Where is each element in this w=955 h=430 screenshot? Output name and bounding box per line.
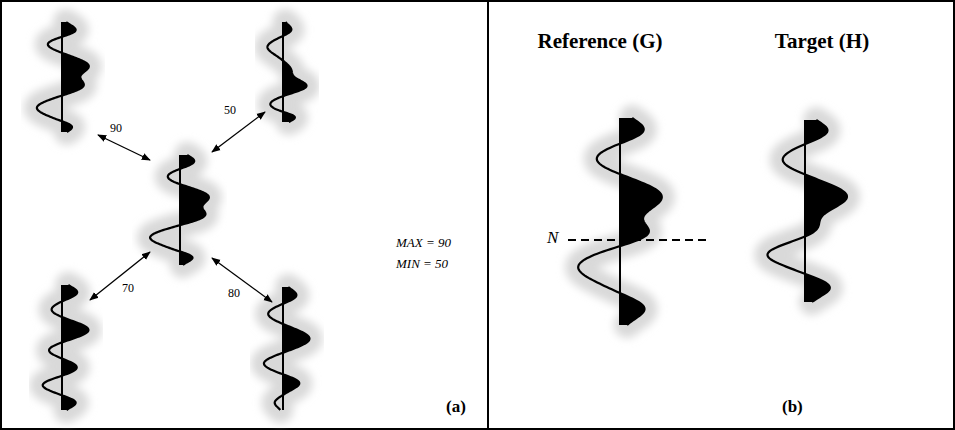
seismic-trace xyxy=(578,118,662,325)
trace-halo xyxy=(37,22,89,132)
seismic-trace xyxy=(43,285,89,410)
positive-fill xyxy=(62,285,88,410)
min-value: MIN = 50 xyxy=(396,257,448,271)
similarity-value: 80 xyxy=(228,287,240,300)
trace-axis xyxy=(179,155,181,265)
wiggle-curve xyxy=(43,285,89,410)
max-value: MAX = 90 xyxy=(396,236,451,250)
trace-axis xyxy=(282,22,284,122)
trace-axis xyxy=(282,287,284,410)
similarity-value: 50 xyxy=(224,104,236,117)
trace-halo xyxy=(768,120,847,302)
seismic-trace xyxy=(37,22,89,132)
double-arrow xyxy=(98,135,150,160)
positive-fill xyxy=(805,120,847,302)
similarity-value: 90 xyxy=(110,122,122,135)
wiggle-curve xyxy=(150,155,209,265)
similarity-value: 70 xyxy=(122,282,134,295)
seismic-trace xyxy=(150,155,209,265)
trace-halo xyxy=(150,155,209,265)
trace-title: Target (H) xyxy=(775,30,869,53)
double-arrow xyxy=(212,112,265,152)
trace-halo xyxy=(267,22,306,122)
seismic-trace xyxy=(267,22,306,122)
positive-fill xyxy=(620,118,662,325)
trace-halo xyxy=(43,285,89,410)
dashed-marker-line xyxy=(568,239,706,241)
wiggle-curve xyxy=(37,22,89,132)
positive-fill xyxy=(283,22,306,122)
wiggle-curve xyxy=(768,120,847,302)
panel-divider xyxy=(487,0,489,430)
wiggle-curve xyxy=(578,118,662,325)
wiggle-traces xyxy=(37,22,847,410)
trace-axis xyxy=(61,285,63,410)
wiggle-curve xyxy=(267,22,306,122)
trace-halo xyxy=(264,287,310,410)
seismic-trace xyxy=(264,287,310,410)
double-arrow xyxy=(212,258,272,302)
trace-axis xyxy=(61,22,63,132)
trace-axis xyxy=(804,120,806,302)
wiggle-curve xyxy=(264,287,310,410)
seismic-trace xyxy=(768,120,847,302)
positive-fill xyxy=(62,22,89,132)
similarity-arrows xyxy=(90,112,272,302)
marker-label: N xyxy=(547,229,558,248)
trace-halo xyxy=(578,118,662,325)
trace-axis xyxy=(619,118,621,325)
panel-label: (b) xyxy=(782,398,803,417)
trace-title: Reference (G) xyxy=(538,30,663,53)
panel-label: (a) xyxy=(446,398,466,417)
double-arrow xyxy=(90,252,150,300)
